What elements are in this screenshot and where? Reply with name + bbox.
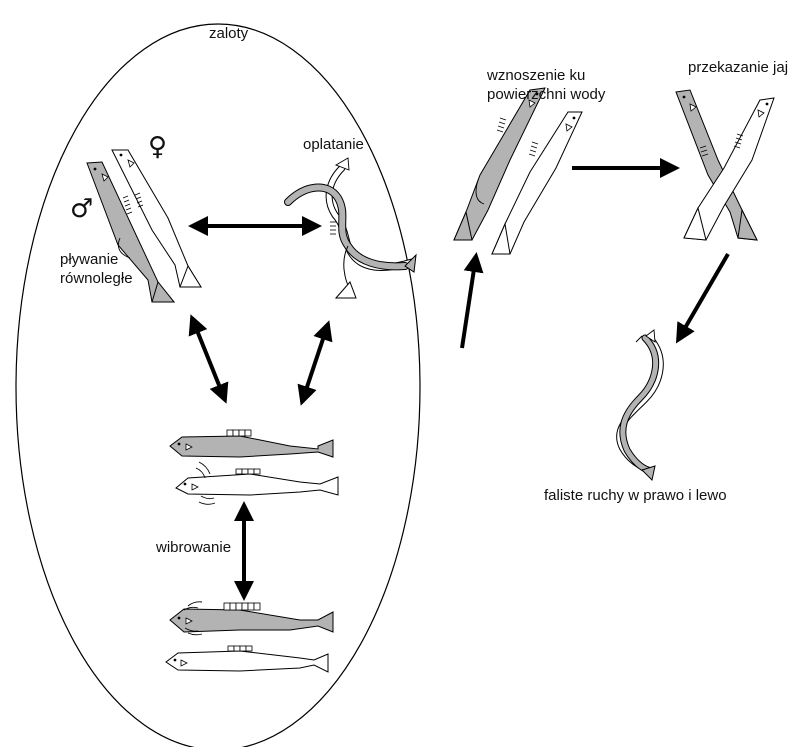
label-wznoszenie-line2: powierzchni wody bbox=[487, 86, 605, 104]
fish-pair-lower-horizontal bbox=[166, 602, 333, 672]
arrow-to-wavy bbox=[678, 254, 728, 340]
label-przekazanie: przekazanie jaj bbox=[688, 59, 788, 77]
arrow-entwining-vibration bbox=[302, 324, 328, 402]
fish-wavy-motion bbox=[619, 330, 661, 480]
fish-pair-egg-transfer bbox=[676, 90, 774, 240]
label-oplatanie: oplatanie bbox=[303, 136, 364, 154]
female-symbol-icon: ♀ bbox=[148, 134, 167, 160]
label-zaloty: zaloty bbox=[209, 25, 248, 43]
arrow-parallel-vibration bbox=[192, 318, 225, 400]
fish-pair-upper-horizontal bbox=[170, 430, 338, 504]
male-symbol-icon: ♂ bbox=[70, 196, 93, 222]
label-wibrowanie: wibrowanie bbox=[156, 539, 231, 557]
arrow-to-rising bbox=[462, 256, 476, 348]
label-plywanie-line2: równoległe bbox=[60, 270, 133, 288]
label-plywanie-line1: pływanie bbox=[60, 251, 118, 269]
fish-pair-rising bbox=[454, 88, 582, 254]
label-faliste: faliste ruchy w prawo i lewo bbox=[544, 487, 727, 505]
label-wznoszenie-line1: wznoszenie ku bbox=[487, 67, 585, 85]
